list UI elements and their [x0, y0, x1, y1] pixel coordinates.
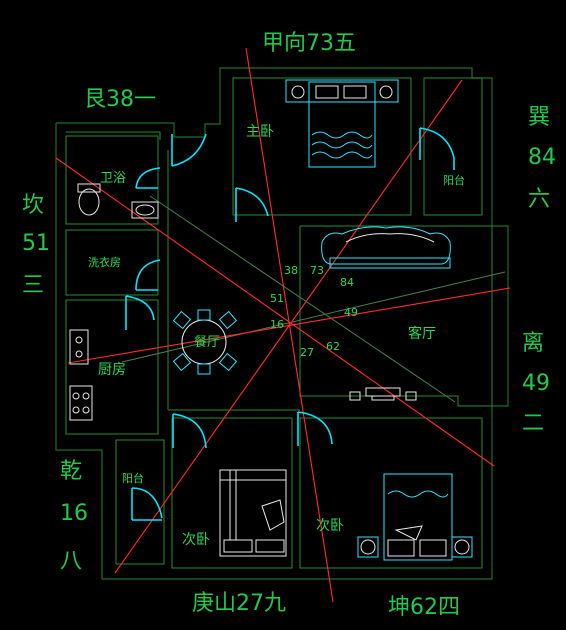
sofa	[321, 226, 451, 269]
deg-49: 49	[344, 306, 358, 319]
label-southeast-number: 六	[528, 187, 550, 212]
doors	[125, 127, 455, 521]
label-east-number: 三	[22, 273, 44, 298]
balcony-left-walls	[115, 439, 165, 565]
master-bedroom-walls	[232, 77, 412, 216]
label-northwest-number: 八	[60, 549, 82, 574]
outer-walls	[55, 67, 509, 580]
label-west-trigram: 离	[522, 331, 544, 356]
label-northwest-trigram: 乾	[60, 459, 82, 484]
door-bedroom-left	[172, 413, 207, 449]
balcony-right-walls	[423, 77, 483, 216]
door-entry	[171, 133, 207, 167]
room-dining: 餐厅	[194, 334, 220, 350]
room-balcony-left: 阳台	[122, 471, 144, 485]
kitchen-walls	[65, 299, 159, 435]
room-laundry: 洗衣房	[88, 255, 121, 269]
kitchen-stove	[69, 329, 93, 421]
door-bedroom-right	[297, 411, 333, 446]
deg-51: 51	[270, 292, 284, 305]
label-east-trigram: 坎	[22, 193, 44, 218]
door-balcony-left	[131, 487, 163, 521]
living-walls	[299, 225, 493, 407]
label-west-number: 二	[522, 411, 544, 436]
left-bed	[219, 469, 287, 557]
deg-62: 62	[326, 340, 340, 353]
master-bed	[285, 79, 399, 168]
dining-table	[172, 309, 238, 375]
deg-73: 73	[310, 264, 324, 277]
bedroom-left-walls	[171, 417, 293, 569]
label-northeast-direction: 艮38一	[84, 87, 156, 112]
label-east-degree: 51	[22, 231, 50, 256]
laundry-walls	[65, 229, 159, 296]
right-bed	[357, 473, 473, 561]
deg-27: 27	[300, 346, 314, 359]
door-bathroom	[135, 167, 161, 189]
label-southeast-degree: 84	[528, 145, 556, 170]
label-bottom-direction: 庚山27九	[192, 591, 286, 616]
room-second-bedroom-right: 次卧	[316, 518, 344, 534]
deg-38: 38	[284, 264, 298, 277]
room-balcony-right: 阳台	[443, 173, 465, 187]
label-southwest-direction: 坤62四	[388, 595, 460, 620]
door-kitchen	[125, 295, 155, 330]
door-laundry	[135, 259, 161, 291]
label-south-direction: 甲向73五	[262, 31, 356, 56]
door-master	[235, 187, 269, 222]
room-kitchen: 厨房	[98, 362, 126, 378]
compass-axes	[55, 47, 511, 603]
door-balcony-right	[419, 127, 455, 170]
room-living: 客厅	[408, 325, 436, 342]
label-northwest-degree: 16	[60, 501, 88, 526]
toilet-and-sink	[77, 183, 159, 219]
label-southeast-trigram: 巽	[528, 105, 550, 130]
room-bathroom: 卫浴	[100, 171, 126, 186]
deg-84: 84	[340, 276, 354, 289]
bathroom-walls	[65, 135, 159, 225]
room-master-bedroom: 主卧	[246, 124, 274, 140]
room-second-bedroom-left: 次卧	[182, 532, 210, 548]
sector-lines	[121, 195, 506, 403]
label-west-degree: 49	[522, 371, 550, 396]
deg-16: 16	[270, 318, 284, 331]
tv-cabinet	[349, 387, 417, 401]
bedroom-right-walls	[299, 417, 483, 569]
